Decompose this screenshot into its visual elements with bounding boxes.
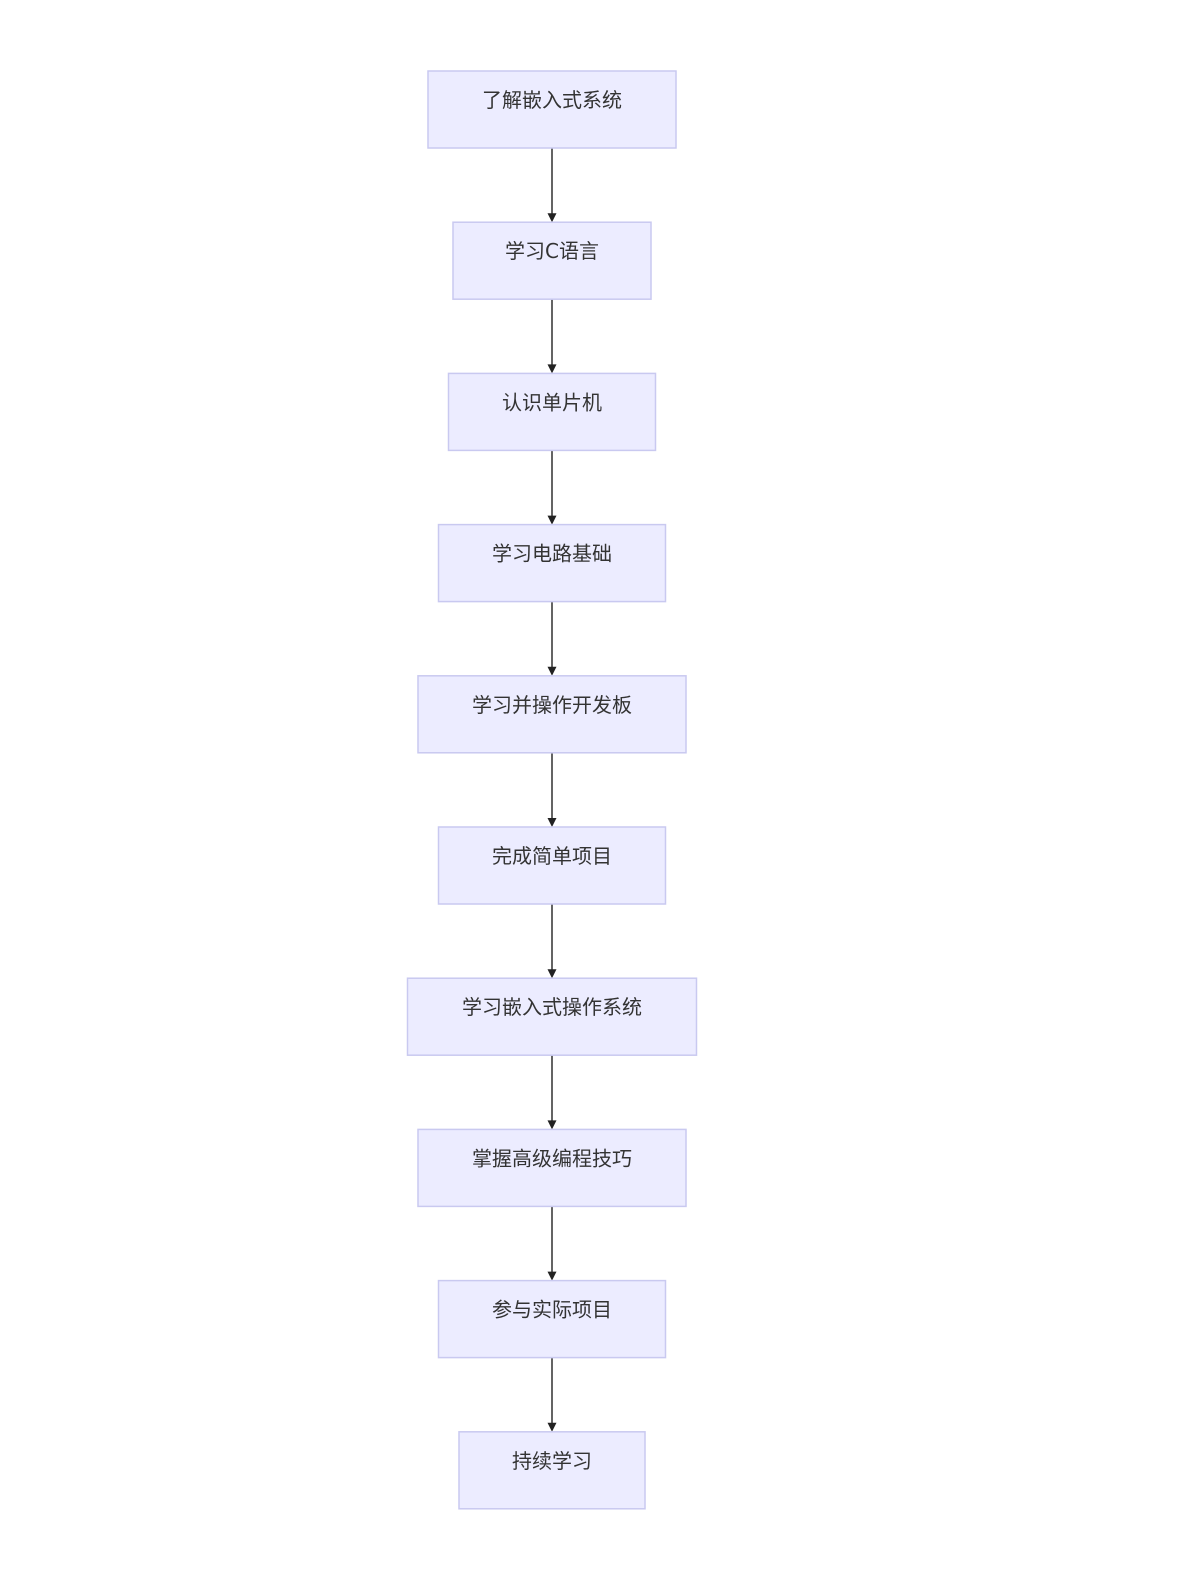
flow-node: 学习C语言 [452, 221, 652, 300]
flow-node: 认识单片机 [447, 372, 657, 452]
flow-node-label: 持续学习 [512, 1449, 592, 1473]
flow-node-box [406, 977, 698, 1056]
flow-node-label: 掌握高级编程技巧 [472, 1146, 632, 1170]
flow-node: 参与实际项目 [437, 1279, 667, 1359]
edges-layer [547, 148, 557, 1432]
flow-node-box [417, 675, 687, 754]
flow-node: 学习并操作开发板 [417, 675, 687, 754]
flow-node-box [437, 523, 667, 603]
flow-node-box [417, 1128, 687, 1208]
arrow-head-icon [547, 213, 557, 223]
flow-node-label: 认识单片机 [502, 390, 602, 414]
flow-node: 掌握高级编程技巧 [417, 1128, 687, 1208]
arrow-head-icon [547, 515, 557, 525]
flow-node-label: 完成简单项目 [492, 844, 612, 868]
nodes-layer: 了解嵌入式系统学习C语言认识单片机学习电路基础学习并操作开发板完成简单项目学习嵌… [406, 70, 698, 1510]
flow-node: 了解嵌入式系统 [427, 70, 677, 149]
arrow-head-icon [547, 1422, 557, 1432]
flow-node-label: 学习嵌入式操作系统 [462, 995, 642, 1019]
flow-node-label: 了解嵌入式系统 [482, 88, 622, 112]
flow-node-box [447, 372, 657, 452]
flow-node-box [427, 70, 677, 149]
arrow-head-icon [547, 666, 557, 676]
flow-node-box [458, 1431, 646, 1510]
arrow-head-icon [547, 1271, 557, 1281]
flow-node-box [452, 221, 652, 300]
flow-node: 持续学习 [458, 1431, 646, 1510]
arrow-head-icon [547, 364, 557, 374]
arrow-head-icon [547, 818, 557, 827]
flow-node: 学习电路基础 [437, 523, 667, 603]
flow-node: 学习嵌入式操作系统 [406, 977, 698, 1056]
flow-node-box [437, 1279, 667, 1359]
flow-node-label: 参与实际项目 [492, 1298, 612, 1322]
flow-node-label: 学习电路基础 [492, 542, 612, 566]
arrow-head-icon [547, 969, 557, 979]
flow-node-label: 学习并操作开发板 [472, 693, 632, 717]
flow-node-label: 学习C语言 [505, 239, 599, 263]
flow-node-box [437, 826, 667, 905]
flow-node: 完成简单项目 [437, 826, 667, 905]
arrow-head-icon [547, 1120, 557, 1130]
